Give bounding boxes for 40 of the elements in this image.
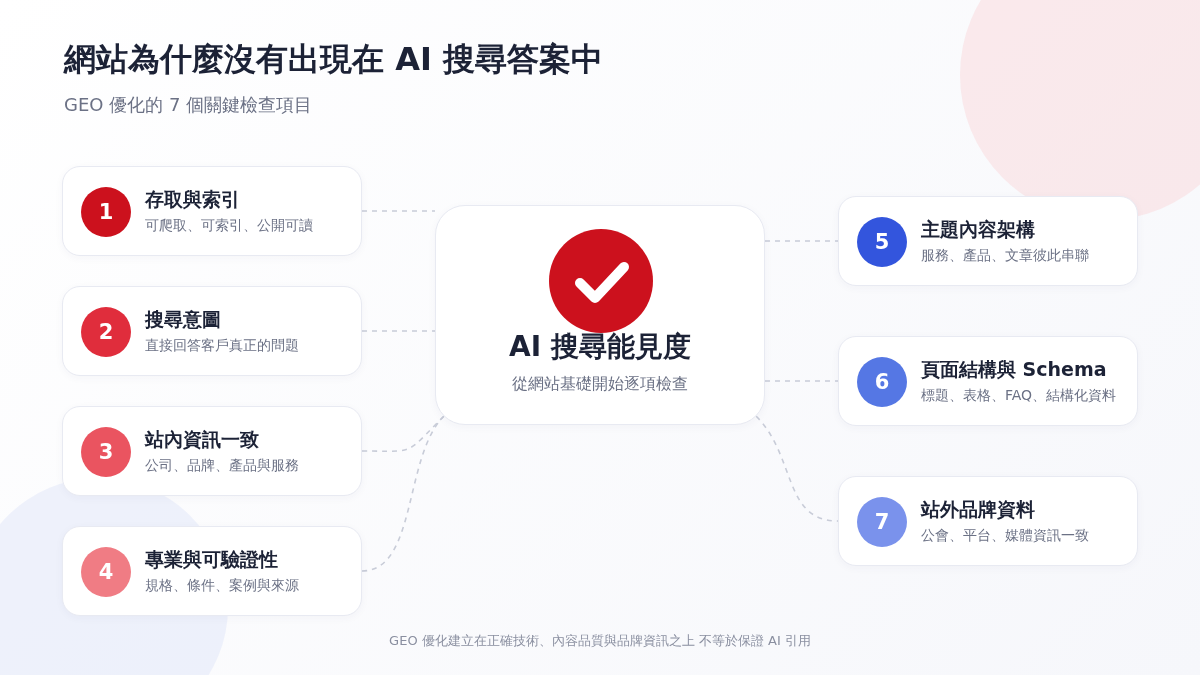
- checklist-card: [62, 286, 362, 376]
- card-heading: 存取與索引: [145, 187, 240, 212]
- card-description: 標題、表格、FAQ、結構化資料: [921, 387, 1117, 405]
- footnote: GEO 優化建立在正確技術、內容品質與品牌資訊之上 不等於保證 AI 引用: [388, 632, 812, 650]
- card-description: 直接回答客戶真正的問題: [145, 337, 299, 355]
- card-heading: 頁面結構與 Schema: [921, 357, 1107, 382]
- subtitle: GEO 優化的 7 個關鍵檢查項目: [64, 93, 313, 117]
- center-card: [435, 205, 765, 425]
- dashed-connector: [361, 210, 436, 212]
- checklist-card: [62, 526, 362, 616]
- card-heading: 主題內容架構: [921, 217, 1035, 242]
- card-heading: 搜尋意圖: [145, 307, 221, 332]
- checklist-card: [62, 166, 362, 256]
- checklist-card: [838, 336, 1138, 426]
- checklist-card: [838, 196, 1138, 286]
- number-badge: 7: [857, 497, 907, 547]
- center-subtitle: 從網站基礎開始逐項檢查: [511, 374, 689, 395]
- dashed-connector: [361, 330, 436, 332]
- card-heading: 站內資訊一致: [145, 427, 259, 452]
- card-description: 公司、品牌、產品與服務: [145, 457, 299, 475]
- dashed-connector: [764, 380, 839, 382]
- card-description: 公會、平台、媒體資訊一致: [921, 527, 1089, 545]
- card-description: 規格、條件、案例與來源: [145, 577, 299, 595]
- number-badge: 2: [81, 307, 131, 357]
- number-badge: 4: [81, 547, 131, 597]
- checklist-card: [62, 406, 362, 496]
- dashed-connector: [361, 415, 445, 572]
- checklist-card: [838, 476, 1138, 566]
- center-title: AI 搜尋能見度: [508, 329, 692, 365]
- card-heading: 專業與可驗證性: [145, 547, 278, 572]
- dashed-connector: [764, 240, 839, 242]
- number-badge: 1: [81, 187, 131, 237]
- title: 網站為什麼沒有出現在 AI 搜尋答案中: [64, 39, 603, 80]
- dashed-connector: [755, 415, 839, 522]
- card-heading: 站外品牌資料: [921, 497, 1035, 522]
- number-badge: 5: [857, 217, 907, 267]
- number-badge: 3: [81, 427, 131, 477]
- number-badge: 6: [857, 357, 907, 407]
- card-description: 可爬取、可索引、公開可讀: [145, 217, 313, 235]
- card-description: 服務、產品、文章彼此串聯: [921, 247, 1089, 265]
